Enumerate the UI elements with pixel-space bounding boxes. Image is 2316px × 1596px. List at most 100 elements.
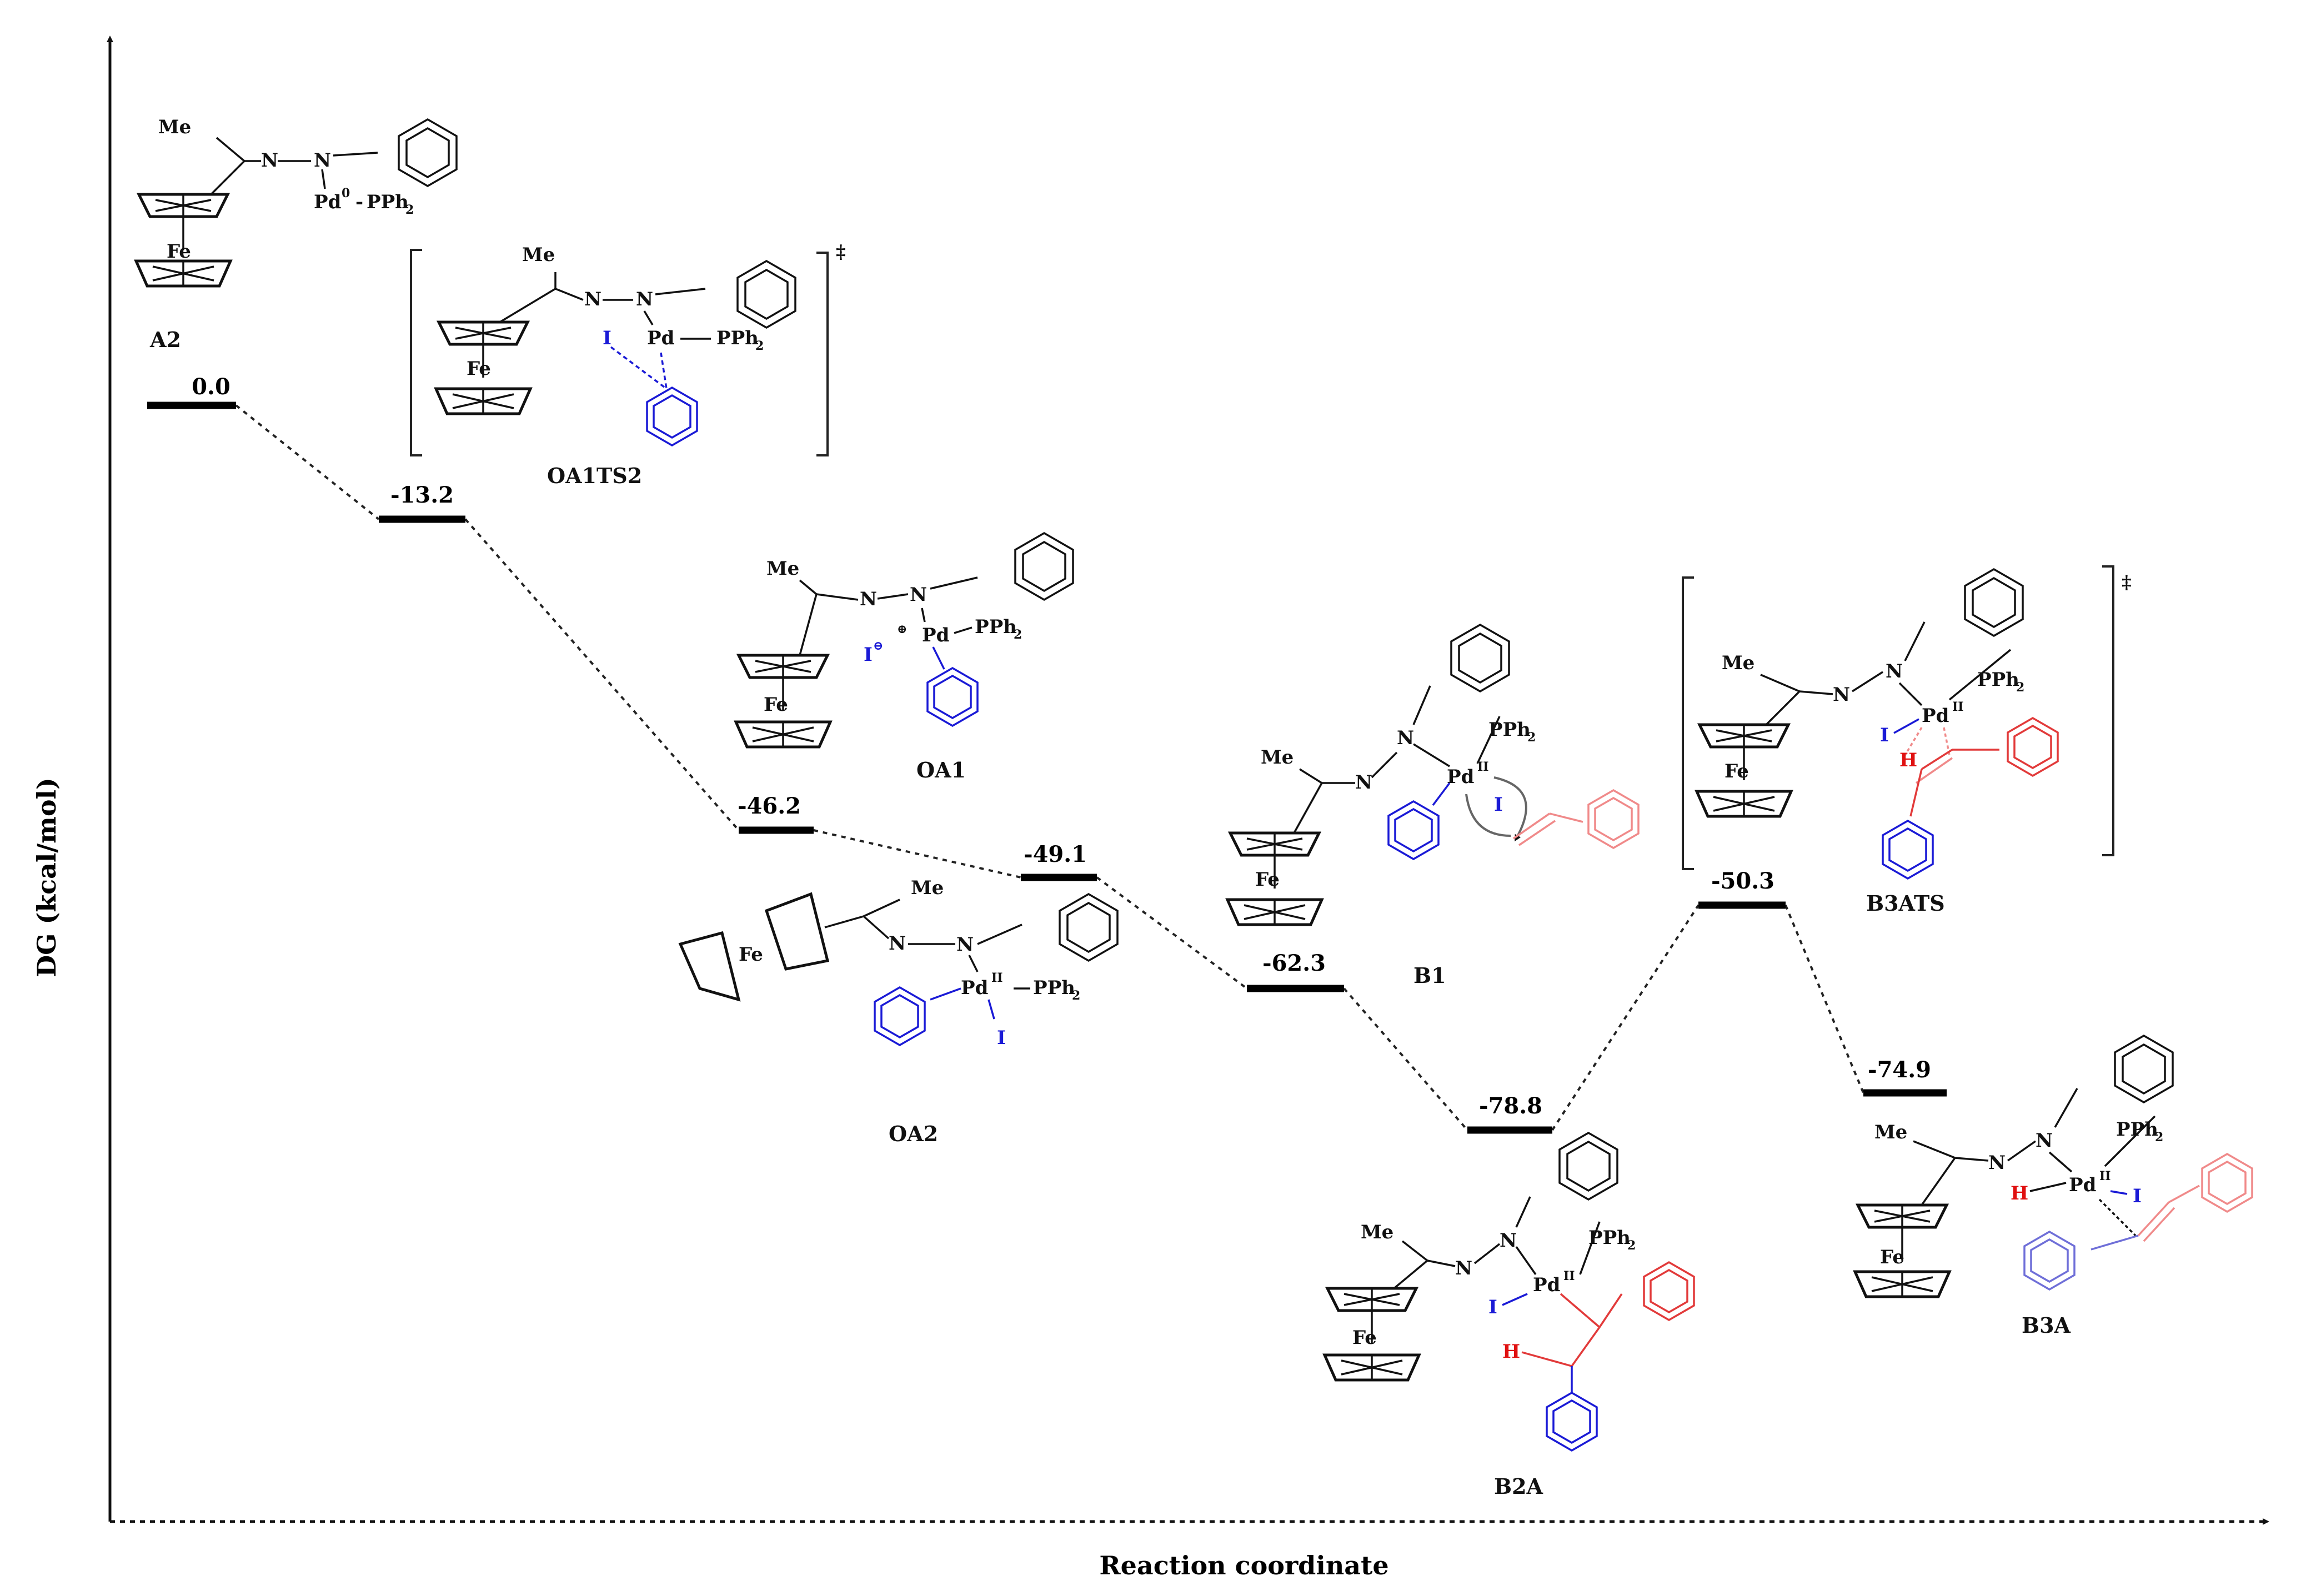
structure-b2a: Fe Me N N Pd II PPh 2 I H B2A <box>1325 1132 1695 1499</box>
svg-text:II: II <box>1477 760 1489 774</box>
structure-oa1ts2: ‡ Fe Me N N Pd PPh 2 I OA1TS2 <box>410 241 846 488</box>
x-axis-label: Reaction coordinate <box>1099 1550 1388 1580</box>
svg-text:N: N <box>910 584 927 606</box>
svg-text:PPh: PPh <box>975 616 1017 638</box>
svg-text:Fe: Fe <box>1352 1327 1377 1349</box>
svg-text:II: II <box>1563 1269 1575 1283</box>
svg-text:PPh: PPh <box>1588 1227 1631 1249</box>
svg-text:-: - <box>355 191 363 213</box>
ts-marker: ‡ <box>2122 571 2132 594</box>
svg-text:H: H <box>1502 1341 1520 1363</box>
svg-text:Me: Me <box>1361 1221 1393 1243</box>
svg-text:N: N <box>956 933 974 956</box>
energy-values: 0.0 -13.2 -46.2 -49.1 -62.3 -78.8 -50.3 … <box>192 374 1931 1119</box>
svg-text:2: 2 <box>405 203 414 217</box>
svg-text:Fe: Fe <box>1255 869 1280 891</box>
svg-text:N: N <box>1886 660 1903 682</box>
svg-text:I: I <box>997 1027 1006 1049</box>
y-axis-label: DG (kcal/mol) <box>32 777 62 977</box>
svg-text:Fe: Fe <box>1880 1246 1904 1268</box>
svg-text:II: II <box>2099 1169 2111 1183</box>
svg-text:PPh: PPh <box>1977 669 2019 691</box>
structure-b3ats: ‡ Fe Me N N Pd II PPh 2 I H B3ATS <box>1682 565 2132 916</box>
svg-text:Pd: Pd <box>922 624 949 646</box>
energy-value: 0.0 <box>192 374 230 400</box>
svg-text:Fe: Fe <box>467 358 491 380</box>
svg-text:Fe: Fe <box>764 694 788 716</box>
structure-oa2: Fe Me N N Pd II PPh 2 I OA2 <box>678 877 1119 1146</box>
svg-text:I: I <box>2133 1185 2142 1207</box>
svg-text:Me: Me <box>911 877 944 899</box>
svg-text:Me: Me <box>766 558 799 580</box>
svg-text:N: N <box>314 149 331 172</box>
svg-text:2: 2 <box>1072 988 1080 1003</box>
svg-text:N: N <box>889 932 906 955</box>
svg-text:Me: Me <box>1261 746 1294 769</box>
structure-label: OA1TS2 <box>547 463 642 488</box>
svg-text:PPh: PPh <box>716 327 759 349</box>
svg-text:Fe: Fe <box>739 943 763 966</box>
svg-text:N: N <box>1397 727 1414 749</box>
svg-text:N: N <box>2036 1130 2053 1152</box>
svg-text:I: I <box>864 644 873 666</box>
energy-value: -62.3 <box>1262 950 1326 976</box>
svg-text:2: 2 <box>1527 730 1536 745</box>
structure-label: B3ATS <box>1866 891 1945 916</box>
svg-text:N: N <box>1988 1152 2006 1174</box>
svg-text:II: II <box>991 971 1003 985</box>
svg-text:N: N <box>1455 1257 1472 1279</box>
svg-text:N: N <box>636 288 653 310</box>
energy-level-bars <box>147 401 1947 1134</box>
energy-value: -78.8 <box>1479 1093 1542 1119</box>
svg-text:0: 0 <box>342 186 350 200</box>
svg-text:I: I <box>1880 724 1889 746</box>
energy-value: -74.9 <box>1868 1057 1931 1083</box>
svg-text:Pd: Pd <box>1447 766 1474 788</box>
svg-text:Me: Me <box>522 244 555 266</box>
svg-text:Pd: Pd <box>1533 1274 1560 1296</box>
svg-text:2: 2 <box>1014 628 1022 642</box>
structure-label: A2 <box>149 327 181 352</box>
structure-label: OA2 <box>889 1121 938 1146</box>
svg-text:N: N <box>1500 1229 1517 1252</box>
svg-text:2: 2 <box>2016 680 2024 695</box>
structure-label: OA1 <box>916 757 966 782</box>
energy-value: -50.3 <box>1711 868 1774 894</box>
svg-text:PPh: PPh <box>367 191 409 213</box>
svg-text:H: H <box>2011 1182 2028 1204</box>
svg-text:Me: Me <box>158 116 191 138</box>
structure-b3a: Fe Me N N Pd II PPh 2 H I B3A <box>1855 1035 2253 1338</box>
svg-text:Fe: Fe <box>1725 760 1749 782</box>
svg-text:Pd: Pd <box>1922 705 1949 727</box>
svg-text:Me: Me <box>1722 652 1754 674</box>
structure-label: B3A <box>2022 1313 2071 1338</box>
energy-value: -46.2 <box>738 793 801 819</box>
svg-text:Me: Me <box>1874 1121 1907 1143</box>
svg-text:2: 2 <box>755 339 764 353</box>
svg-text:Pd: Pd <box>314 191 341 213</box>
svg-text:II: II <box>1952 700 1964 714</box>
svg-text:N: N <box>1355 771 1372 794</box>
structure-label: B2A <box>1494 1474 1543 1499</box>
svg-text:2: 2 <box>2155 1130 2163 1145</box>
svg-text:⊖: ⊖ <box>873 639 883 653</box>
svg-text:I: I <box>1488 1296 1497 1318</box>
svg-text:Pd: Pd <box>647 327 674 349</box>
svg-text:I: I <box>1494 794 1503 816</box>
svg-text:Fe: Fe <box>167 240 191 263</box>
structure-b1: Fe Me N N Pd II PPh 2 I B1 <box>1227 624 1640 988</box>
structure-oa1: Fe Me N N ⊕ Pd PPh 2 I ⊖ OA1 <box>736 532 1074 782</box>
svg-text:I: I <box>603 327 611 349</box>
level-connectors <box>235 404 1864 1131</box>
svg-text:⊕: ⊕ <box>897 622 907 636</box>
svg-text:N: N <box>584 288 601 310</box>
svg-text:N: N <box>860 588 877 610</box>
svg-text:H: H <box>1899 749 1917 771</box>
structure-a2: Fe Me N N Pd 0 - PPh 2 A2 <box>136 116 458 352</box>
svg-text:Pd: Pd <box>961 977 988 999</box>
energy-value: -49.1 <box>1024 841 1087 867</box>
svg-text:Pd: Pd <box>2069 1174 2096 1196</box>
svg-text:PPh: PPh <box>1033 977 1075 999</box>
svg-text:2: 2 <box>1627 1238 1636 1253</box>
